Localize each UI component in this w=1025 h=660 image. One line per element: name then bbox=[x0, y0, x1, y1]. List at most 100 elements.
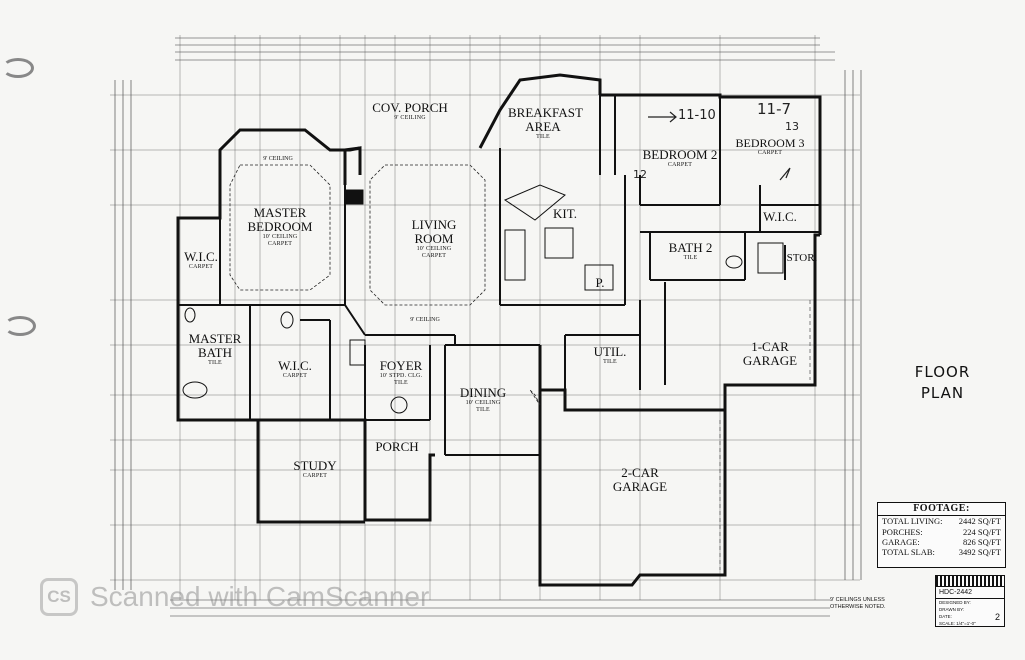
breakfast-name-1: BREAKFAST bbox=[508, 105, 583, 120]
cov-porch-label: COV. PORCH 9' CEILING bbox=[365, 101, 455, 122]
footage-row: TOTAL SLAB: 3492 SQ/FT bbox=[878, 547, 1005, 557]
dining-label: DINING 10' CEILING TILE bbox=[450, 386, 516, 414]
ceiling-note: 9' CEILINGS UNLESS OTHERWISE NOTED. bbox=[830, 597, 886, 611]
ceiling-lines bbox=[229, 164, 541, 406]
foyer-detail-1: 10' STPD. CLG. bbox=[379, 373, 423, 379]
handwritten-note-4: 13 bbox=[785, 120, 799, 133]
breakfast-name-2: AREA bbox=[525, 119, 561, 134]
master-bath-label: MASTER BATH TILE bbox=[186, 332, 244, 367]
dining-detail-1: 10' CEILING bbox=[465, 400, 501, 406]
footage-label: TOTAL SLAB: bbox=[882, 547, 935, 557]
master-bath-name-1: MASTER bbox=[188, 331, 242, 346]
breakfast-detail: TILE bbox=[536, 134, 550, 140]
living-room-label: LIVING ROOM 10' CEILING CARPET bbox=[396, 218, 472, 260]
master-bedroom-name-1: MASTER bbox=[253, 205, 307, 220]
binder-ring-icon bbox=[4, 316, 36, 336]
title-line-1: FLOOR bbox=[914, 363, 971, 381]
footage-value: 826 SQ/FT bbox=[962, 537, 1001, 547]
foyer-name: FOYER bbox=[379, 358, 423, 373]
pantry-name: P. bbox=[595, 275, 605, 290]
master-ceiling-name: 9' CEILING bbox=[263, 156, 293, 162]
garage-1-label: 1-CAR GARAGE bbox=[735, 340, 805, 368]
master-bedroom-detail-1: 10' CEILING bbox=[262, 234, 298, 240]
sheet-number: 2 bbox=[994, 612, 1000, 622]
living-room-detail-2: CARPET bbox=[421, 253, 447, 259]
floor-plan-title: FLOOR PLAN bbox=[895, 362, 990, 404]
dining-detail-2: TILE bbox=[476, 407, 490, 413]
footage-value: 3492 SQ/FT bbox=[958, 547, 1001, 557]
utility-name: UTIL. bbox=[593, 344, 627, 359]
porch-name: PORCH bbox=[375, 439, 419, 454]
title-block-scale: SCALE: 1/4"=1'-0" bbox=[939, 621, 976, 626]
pantry-label: P. bbox=[590, 276, 610, 290]
wic-2-name: W.I.C. bbox=[278, 358, 312, 373]
master-bath-detail: TILE bbox=[208, 360, 222, 366]
master-bath-name-2: BATH bbox=[198, 345, 232, 360]
footage-row: GARAGE: 826 SQ/FT bbox=[878, 537, 1005, 547]
footage-row: PORCHES: 224 SQ/FT bbox=[878, 527, 1005, 537]
bath-2-label: BATH 2 TILE bbox=[663, 241, 718, 262]
wic-2-label: W.I.C. CARPET bbox=[272, 359, 318, 380]
storage-label: STOR. bbox=[786, 251, 818, 265]
footage-label: PORCHES: bbox=[882, 527, 923, 537]
kitchen-label: KIT. bbox=[550, 207, 580, 221]
master-ceiling-label: 9' CEILING bbox=[248, 152, 308, 166]
footage-table: FOOTAGE: TOTAL LIVING: 2442 SQ/FT PORCHE… bbox=[877, 502, 1006, 568]
foyer-detail-2: TILE bbox=[394, 380, 408, 386]
cov-porch-detail: 9' CEILING bbox=[394, 115, 426, 121]
bath-2-detail: TILE bbox=[683, 255, 698, 261]
garage-2-name-1: 2-CAR bbox=[621, 465, 659, 480]
handwritten-note-3: 12 bbox=[633, 168, 647, 181]
footage-value: 224 SQ/FT bbox=[962, 527, 1001, 537]
wic-bedroom-3-name: W.I.C. bbox=[763, 209, 797, 224]
master-bedroom-detail-2: CARPET bbox=[267, 241, 293, 247]
bedroom-3-detail: CARPET bbox=[757, 150, 783, 156]
bedroom-2-detail: CARPET bbox=[667, 162, 693, 168]
living-room-name-2: ROOM bbox=[414, 231, 454, 246]
master-bedroom-name-2: BEDROOM bbox=[247, 219, 313, 234]
title-block-drawn: DRAWN BY: bbox=[939, 607, 965, 612]
camscanner-logo-icon: CS bbox=[40, 578, 78, 616]
title-block-designed: DESIGNED BY: bbox=[939, 600, 971, 605]
living-ceiling-name: 9' CEILING bbox=[410, 317, 440, 323]
garage-1-name-2: GARAGE bbox=[742, 353, 798, 368]
fixtures bbox=[182, 184, 784, 414]
wic-master-detail: CARPET bbox=[188, 264, 214, 270]
footage-row: TOTAL LIVING: 2442 SQ/FT bbox=[878, 516, 1005, 527]
footage-heading: FOOTAGE: bbox=[878, 503, 1005, 516]
study-detail: CARPET bbox=[302, 473, 328, 479]
wic-bedroom-3-label: W.I.C. bbox=[760, 210, 800, 224]
bedroom-3-name: BEDROOM 3 bbox=[735, 136, 805, 150]
utility-label: UTIL. TILE bbox=[588, 345, 632, 366]
handwritten-note-2: 11-7 bbox=[757, 100, 792, 118]
cov-porch-name: COV. PORCH bbox=[372, 100, 448, 115]
storage-name: STOR. bbox=[786, 252, 818, 264]
utility-detail: TILE bbox=[603, 359, 617, 365]
title-block: HDC-2442 DESIGNED BY: DRAWN BY: DATE: SC… bbox=[935, 575, 1005, 627]
wic-2-detail: CARPET bbox=[282, 373, 308, 379]
study-label: STUDY CARPET bbox=[285, 459, 345, 480]
bedroom-2-label: BEDROOM 2 CARPET bbox=[640, 148, 720, 169]
foyer-label: FOYER 10' STPD. CLG. TILE bbox=[370, 359, 432, 387]
wic-master-name: W.I.C. bbox=[184, 249, 218, 264]
footage-label: TOTAL LIVING: bbox=[882, 516, 943, 526]
ceiling-note-line-1: 9' CEILINGS UNLESS bbox=[830, 597, 885, 603]
plan-code: HDC-2442 bbox=[936, 587, 1004, 599]
dining-name: DINING bbox=[459, 385, 507, 400]
living-ceiling-label: 9' CEILING bbox=[395, 313, 455, 327]
garage-door-lines bbox=[719, 300, 811, 570]
living-room-name-1: LIVING bbox=[411, 217, 457, 232]
bedroom-3-label: BEDROOM 3 CARPET bbox=[730, 136, 810, 157]
exterior-walls bbox=[176, 73, 822, 587]
scanner-watermark: CS Scanned with CamScanner bbox=[40, 578, 429, 616]
porch-label: PORCH bbox=[368, 440, 426, 454]
footage-label: GARAGE: bbox=[882, 537, 920, 547]
title-block-date: DATE: bbox=[939, 614, 952, 619]
breakfast-area-label: BREAKFAST AREA TILE bbox=[508, 105, 583, 141]
wic-master-label: W.I.C. CARPET bbox=[180, 250, 222, 271]
handwritten-marks bbox=[648, 111, 791, 181]
garage-2-label: 2-CAR GARAGE bbox=[605, 466, 675, 494]
living-room-detail-1: 10' CEILING bbox=[416, 246, 452, 252]
